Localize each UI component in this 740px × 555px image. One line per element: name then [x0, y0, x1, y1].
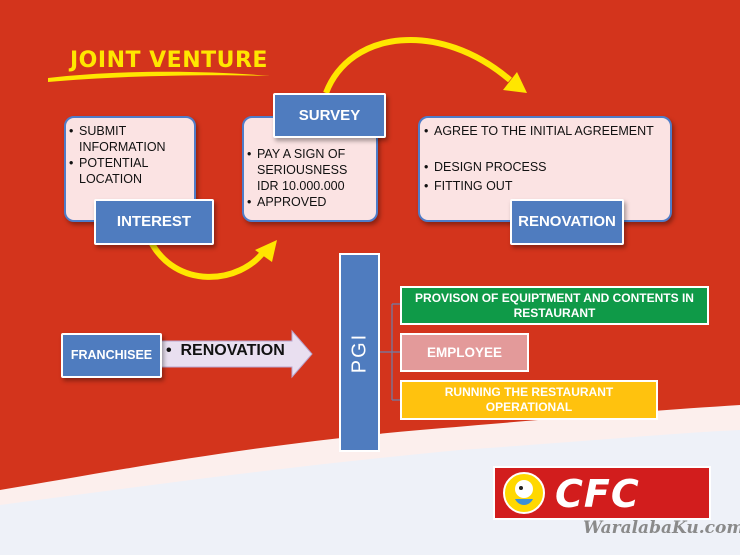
renovation-item: DESIGN PROCESS — [424, 159, 664, 175]
survey-label: SURVEY — [273, 93, 386, 138]
survey-item: APPROVED — [247, 194, 372, 210]
survey-item: PAY A SIGN OF SERIOUSNESS IDR 10.000.000 — [247, 146, 372, 194]
renovation-label: RENOVATION — [510, 199, 624, 245]
franchisee-label: FRANCHISEE — [61, 333, 162, 378]
pgi-output-employee: EMPLOYEE — [400, 333, 529, 372]
title-swoosh — [48, 71, 270, 82]
interest-item: POTENTIAL LOCATION — [69, 155, 188, 187]
chicken-mascot-icon — [503, 472, 545, 514]
pgi-output-label: PROVISON OF EQUIPTMENT AND CONTENTS IN R… — [415, 290, 694, 320]
pgi-output-label: RUNNING THE RESTAURANT OPERATIONAL — [444, 385, 614, 414]
bullet-icon: • — [166, 342, 181, 359]
page-title: JOINT VENTURE — [70, 48, 268, 73]
watermark: WaralabaKu.com — [583, 518, 740, 538]
cfc-logo: CFC — [493, 466, 711, 520]
interest-label: INTEREST — [94, 199, 214, 245]
interest-item: SUBMIT INFORMATION — [69, 123, 188, 155]
renovation-item: FITTING OUT — [424, 178, 664, 194]
renovation-item: AGREE TO THE INITIAL AGREEMENT — [424, 123, 664, 139]
franchisee-arrow-text: RENOVATION — [180, 342, 285, 359]
franchisee-arrow-item: • RENOVATION — [166, 342, 285, 360]
logo-text: CFC — [555, 472, 640, 516]
pgi-output-equipment: PROVISON OF EQUIPTMENT AND CONTENTS IN R… — [400, 286, 709, 325]
pgi-label: PGI — [348, 332, 370, 373]
pgi-output-running: RUNNING THE RESTAURANT OPERATIONAL — [400, 380, 658, 420]
pgi-box: PGI — [339, 253, 380, 452]
pgi-output-label: EMPLOYEE — [426, 345, 502, 360]
